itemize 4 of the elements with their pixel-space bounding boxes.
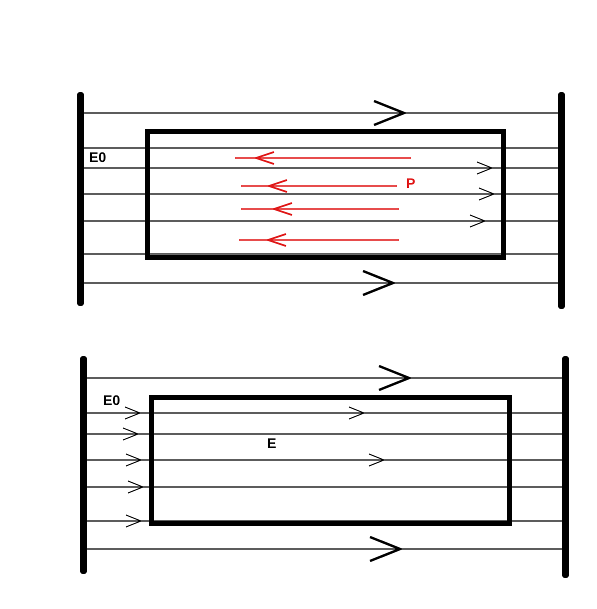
field-label: E0 [103, 393, 120, 407]
field-label: E [267, 436, 276, 450]
polarization-label: P [406, 176, 416, 190]
field-label: E0 [89, 150, 106, 164]
